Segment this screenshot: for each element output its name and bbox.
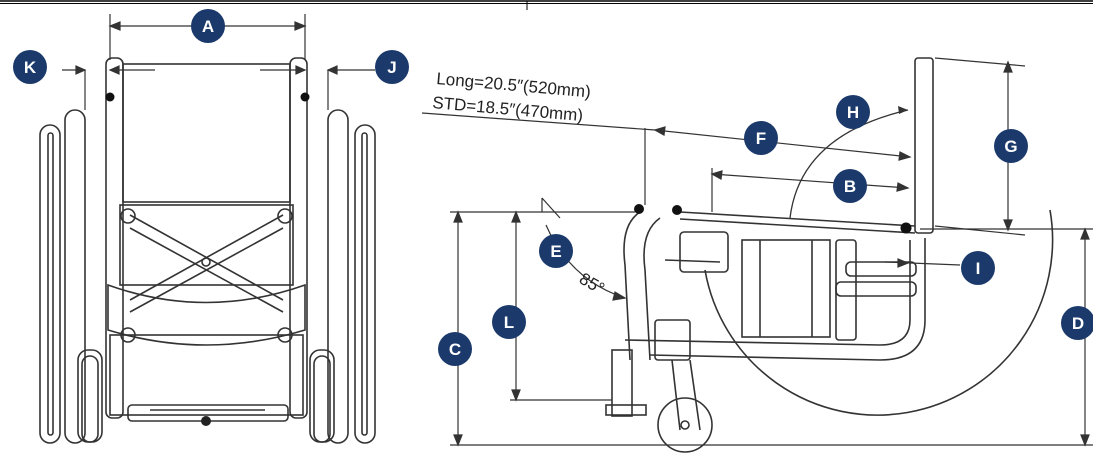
seat-front-point xyxy=(634,204,644,214)
label-badge-k: K xyxy=(13,50,47,84)
side-dimension-lines xyxy=(421,57,1093,447)
measure-point-left xyxy=(105,92,115,102)
label-badge-f: F xyxy=(744,121,778,155)
angle-arc-h-arrow xyxy=(898,106,908,114)
label-c-text: C xyxy=(449,340,461,359)
label-a-text: A xyxy=(202,17,214,36)
label-d-text: D xyxy=(1072,314,1084,333)
label-badge-l: L xyxy=(492,305,526,339)
label-badge-i: I xyxy=(961,251,995,285)
label-i-text: I xyxy=(976,259,981,278)
page-border xyxy=(0,0,1093,10)
label-badge-c: C xyxy=(438,332,472,366)
label-l-text: L xyxy=(504,313,514,332)
seat-rail-point xyxy=(672,205,682,215)
label-e-text: E xyxy=(550,242,561,261)
label-h-text: H xyxy=(847,103,859,122)
label-g-text: G xyxy=(1004,137,1017,156)
backrest-pivot-point xyxy=(900,222,912,234)
label-j-text: J xyxy=(387,58,396,77)
label-f-text: F xyxy=(756,129,766,148)
label-badges: A K J H F G B E xyxy=(13,9,1093,366)
label-k-text: K xyxy=(24,58,37,77)
caster-hub xyxy=(201,416,211,426)
label-badge-b: B xyxy=(833,169,867,203)
label-badge-a: A xyxy=(191,9,225,43)
front-view-wheelchair xyxy=(39,57,376,444)
label-badge-h: H xyxy=(836,95,870,129)
side-view-wheelchair xyxy=(605,57,1054,453)
label-badge-e: E xyxy=(539,234,573,268)
label-badge-g: G xyxy=(994,129,1028,163)
label-badge-j: J xyxy=(375,50,409,84)
label-badge-d: D xyxy=(1061,306,1093,340)
label-b-text: B xyxy=(844,177,856,196)
measure-point-right xyxy=(300,92,310,102)
angle-arc-h xyxy=(789,109,909,219)
